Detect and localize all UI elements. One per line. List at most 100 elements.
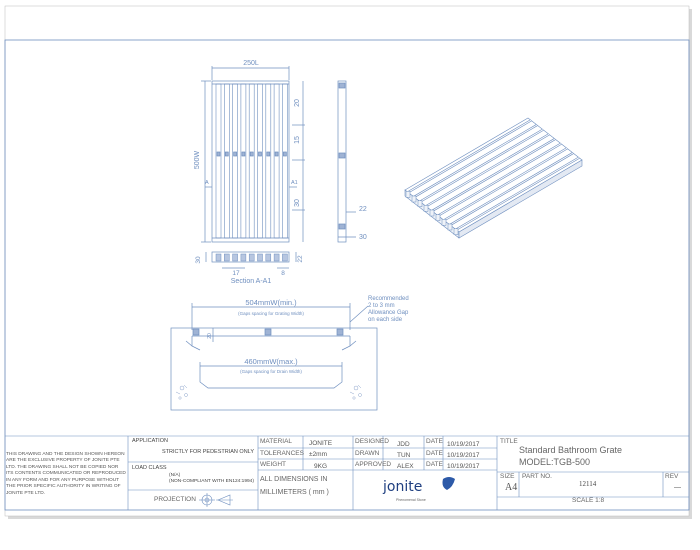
application-value: STRICTLY FOR PEDESTRIAN ONLY bbox=[162, 449, 254, 455]
dim-seg-low: 30 bbox=[294, 199, 301, 207]
side-view bbox=[337, 80, 356, 243]
slat-spacer bbox=[258, 151, 262, 157]
slat-spacer bbox=[249, 151, 254, 157]
logo-wordmark: jonite bbox=[383, 479, 423, 495]
slat-spacer bbox=[216, 151, 221, 157]
slats bbox=[215, 83, 288, 239]
weight-value: 9KG bbox=[314, 463, 328, 470]
designed-label: DESIGNED bbox=[355, 438, 389, 445]
material-label: MATERIAL bbox=[260, 438, 293, 445]
dim-side-30: 30 bbox=[359, 234, 367, 241]
section-bar bbox=[232, 253, 238, 262]
note-grating-width: (Gaps spacing for Grating Width) bbox=[238, 311, 304, 316]
dim-length: 500W bbox=[194, 150, 201, 169]
iso-slat-highlight bbox=[455, 157, 580, 231]
section-bar bbox=[248, 253, 255, 262]
dim-max-width: 460mmW(max.) bbox=[244, 357, 298, 366]
recommended-line-1: Recommended bbox=[368, 296, 409, 302]
dim-section-30: 30 bbox=[195, 256, 202, 264]
dimensions-note-1: ALL DIMENSIONS IN bbox=[260, 476, 328, 483]
dim-min-width: 504mmW(min.) bbox=[245, 298, 297, 307]
iso-slat-highlight bbox=[425, 133, 550, 207]
rev-label: REV bbox=[665, 473, 679, 480]
dimensions-note-2: MILLIMETERS ( mm ) bbox=[260, 489, 329, 496]
title-label: TITLE bbox=[500, 438, 518, 445]
iso-slat-end bbox=[447, 223, 453, 231]
iso-slat-end bbox=[411, 195, 417, 203]
projection-symbol-icon bbox=[199, 493, 233, 507]
section-bar bbox=[265, 253, 272, 262]
iso-slat-highlight bbox=[407, 119, 532, 193]
iso-slats bbox=[405, 119, 580, 235]
designed-value: JDD bbox=[397, 441, 410, 448]
isometric-view bbox=[404, 117, 583, 239]
installation-view bbox=[170, 303, 378, 411]
slat bbox=[224, 83, 230, 239]
slat bbox=[265, 83, 272, 239]
dim-bar-8: 8 bbox=[281, 270, 285, 277]
dim-side-22: 22 bbox=[359, 206, 367, 213]
section-mark-a: A bbox=[205, 180, 209, 186]
disclaimer-text: THIS DRAWING AND THE DESIGN SHOWN HEREON… bbox=[6, 452, 126, 496]
note-drain-width: (Gaps spacing for Drain Width) bbox=[240, 369, 302, 374]
slat-spacer bbox=[241, 151, 246, 157]
recommended-line-2: 2 to 3 mm bbox=[368, 303, 395, 309]
section-bar bbox=[282, 253, 288, 262]
slat-spacer bbox=[274, 151, 279, 157]
section-bars bbox=[215, 253, 288, 262]
load-class-label: LOAD CLASS bbox=[132, 465, 167, 471]
material-value: JONITE bbox=[309, 440, 333, 447]
title-block-grid bbox=[5, 435, 689, 510]
date-value-2: 10/19/2017 bbox=[447, 452, 480, 459]
dim-section-22: 22 bbox=[297, 255, 304, 263]
iso-slat-highlight bbox=[449, 152, 574, 226]
iso-slat-end bbox=[453, 228, 459, 235]
dim-seg-mid: 15 bbox=[294, 136, 301, 144]
section-mark-a1: A1 bbox=[291, 180, 298, 186]
iso-slat-highlight bbox=[419, 129, 544, 203]
date-label-3: DATE bbox=[426, 461, 443, 468]
section-bar bbox=[257, 253, 263, 262]
side-view-labels: 22 30 bbox=[359, 206, 367, 241]
dim-seg-top: 20 bbox=[294, 99, 301, 107]
slat bbox=[273, 83, 280, 239]
iso-slat-end bbox=[441, 219, 447, 226]
application-label: APPLICATION bbox=[132, 438, 168, 444]
title-line-1: Standard Bathroom Grate bbox=[519, 445, 623, 455]
slat bbox=[215, 83, 222, 239]
top-view-labels: 250L 500W 20 15 30 A A1 bbox=[194, 60, 301, 207]
slat bbox=[232, 83, 238, 239]
weight-label: WEIGHT bbox=[260, 461, 286, 468]
slat bbox=[282, 83, 288, 239]
rev-value: — bbox=[674, 484, 681, 491]
slat-spacer bbox=[233, 151, 237, 157]
concrete-hatch bbox=[175, 384, 362, 400]
approved-value: ALEX bbox=[397, 463, 414, 470]
recommended-line-4: on each side bbox=[368, 317, 403, 323]
section-view bbox=[205, 251, 297, 269]
scale-label: SCALE 1:8 bbox=[572, 497, 605, 504]
drawn-label: DRAWN bbox=[355, 450, 380, 457]
iso-slat-highlight bbox=[431, 138, 556, 212]
title-block: THIS DRAWING AND THE DESIGN SHOWN HEREON… bbox=[4, 436, 688, 510]
tolerances-value: ±2mm bbox=[309, 451, 328, 458]
slat-spacer bbox=[224, 151, 229, 157]
section-bar bbox=[215, 253, 222, 262]
slat bbox=[240, 83, 247, 239]
iso-slat-highlight bbox=[437, 143, 562, 217]
recommended-line-3: Allowance Gap bbox=[368, 310, 409, 316]
iso-slat-end bbox=[423, 205, 429, 212]
section-labels: 30 22 17 8 Section A-A1 bbox=[195, 255, 304, 285]
iso-slat-end bbox=[417, 200, 423, 207]
logo-tagline: Phenomenal Stone bbox=[396, 498, 426, 502]
section-bar bbox=[240, 253, 247, 262]
drawing-frame bbox=[4, 39, 690, 511]
size-label: SIZE bbox=[500, 473, 515, 480]
date-label-2: DATE bbox=[426, 450, 443, 457]
slat bbox=[248, 83, 255, 239]
sheet bbox=[4, 5, 690, 517]
projection-label: PROJECTION bbox=[154, 496, 196, 503]
dim-bar-17: 17 bbox=[232, 270, 240, 277]
